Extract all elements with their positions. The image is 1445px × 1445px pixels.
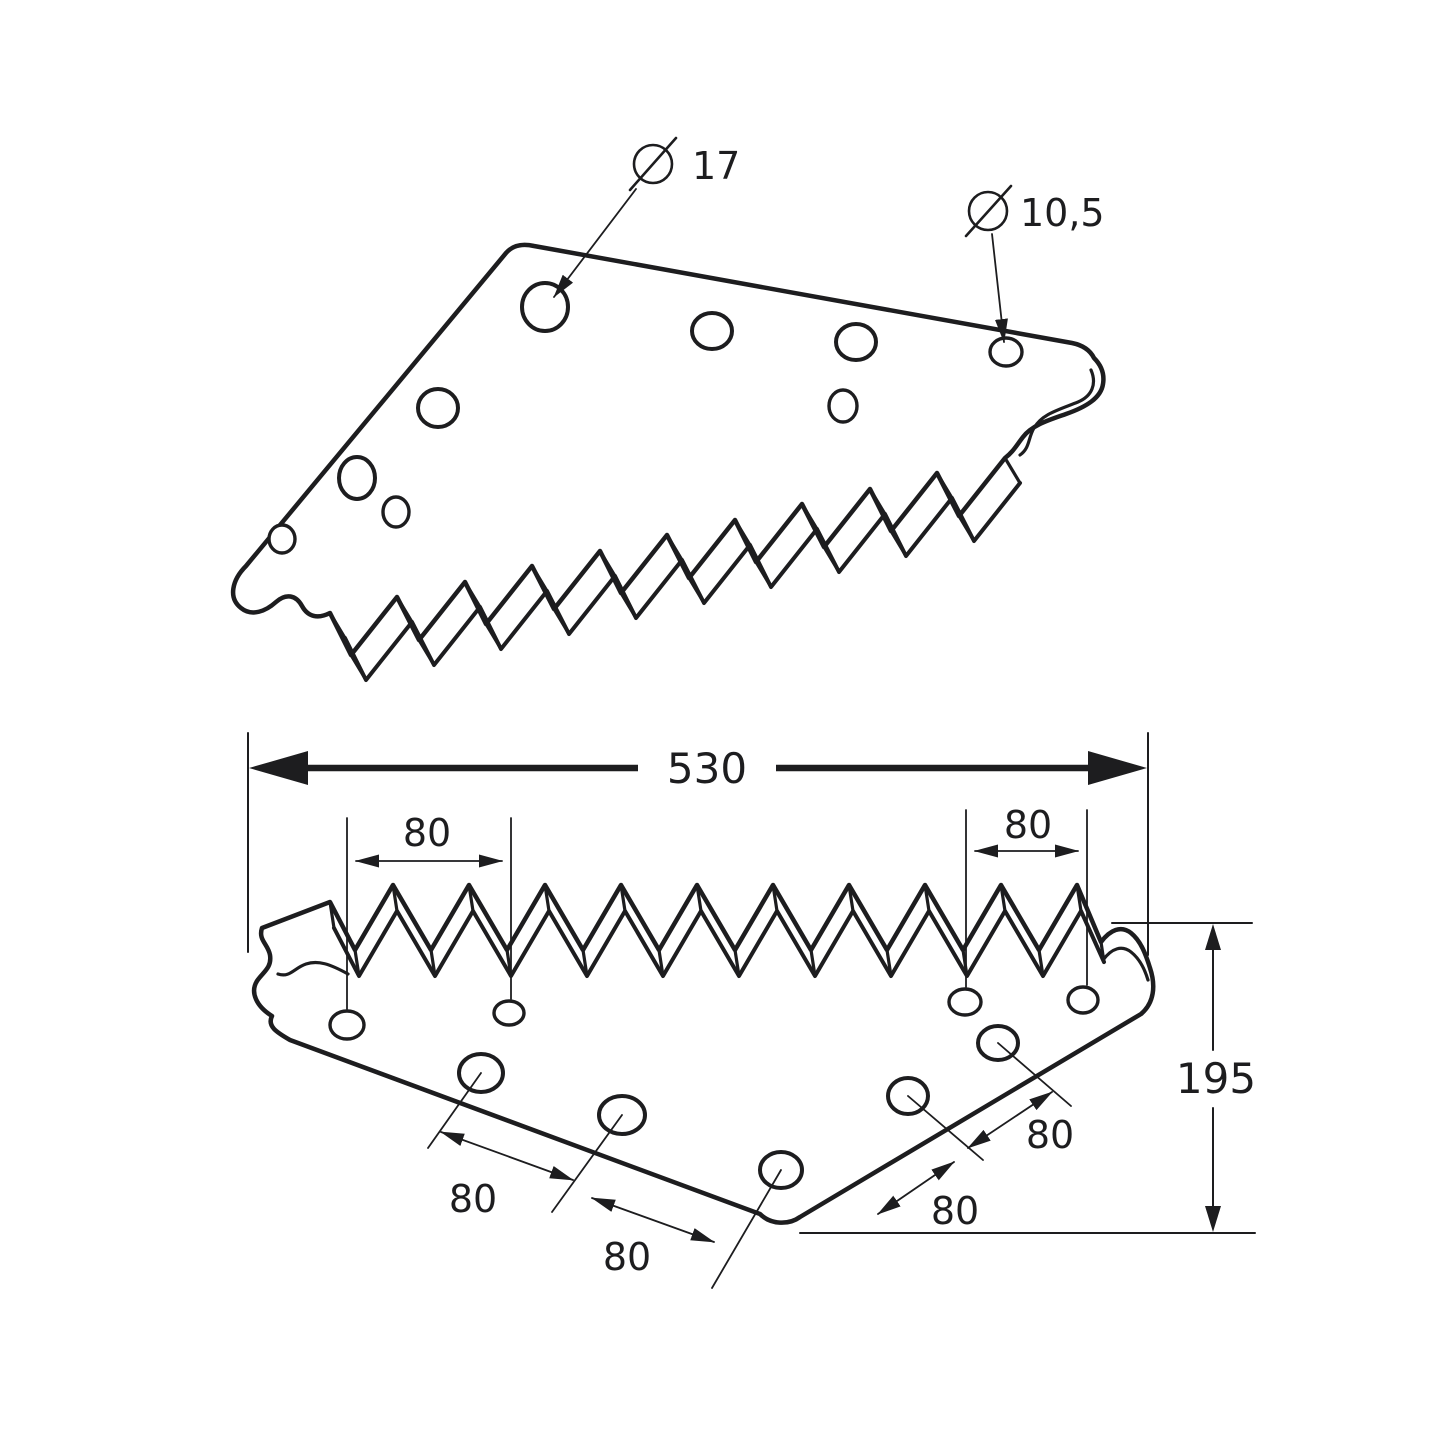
arrow-left xyxy=(249,751,308,785)
dim-80-label: 80 xyxy=(1004,803,1052,847)
hole-d10-d xyxy=(1066,985,1100,1015)
hole-d10-d xyxy=(267,523,297,555)
hole-d10-a xyxy=(328,1009,366,1041)
dim-arrow xyxy=(967,1091,1053,1149)
dia-17-callout: 17 xyxy=(553,136,740,298)
spacing-dimension-top-left: 80 xyxy=(346,811,512,1010)
width-dimension: 530 xyxy=(247,732,1149,956)
spacing-dimension-left-1: 80 xyxy=(427,1072,623,1221)
spacing-dimension-left-2: 80 xyxy=(591,1169,782,1289)
dia-17-leader xyxy=(553,188,637,298)
dim-195-label: 195 xyxy=(1176,1054,1256,1103)
arrow-up xyxy=(1205,924,1221,950)
hole-d17-d xyxy=(416,387,460,429)
hole-d10-b xyxy=(492,999,526,1027)
hole-d17-c xyxy=(834,322,878,362)
dim-80-label: 80 xyxy=(403,811,451,855)
hole-leader xyxy=(997,1042,1072,1107)
height-dimension: 195 xyxy=(799,922,1256,1234)
diameter-icon xyxy=(964,184,1013,238)
hole-leader xyxy=(427,1072,482,1149)
right-end-inner-line xyxy=(1101,946,1150,982)
hole-d10-b xyxy=(827,388,859,424)
serration-back-edge xyxy=(332,909,1106,978)
dia-10-5-leader xyxy=(991,233,1008,343)
serration-thickness-connectors xyxy=(328,456,1022,682)
hole-leader xyxy=(711,1169,782,1289)
dia-10-5-callout: 10,5 xyxy=(964,184,1105,343)
blade-outline xyxy=(230,242,1106,658)
hole-d17-a xyxy=(520,281,570,333)
hole-leader xyxy=(551,1114,623,1213)
dia-10-5-value: 10,5 xyxy=(1020,191,1105,235)
spacing-dimension-top-right: 80 xyxy=(965,803,1088,988)
dim-arrow xyxy=(877,1161,955,1215)
left-end-inner-line xyxy=(276,960,350,977)
spacing-dimension-right-1: 80 xyxy=(907,1042,1074,1161)
plan-view: 530 195 80 80 xyxy=(247,732,1256,1289)
dim-arrow xyxy=(591,1197,715,1243)
dim-80-label: 80 xyxy=(449,1177,497,1221)
spacing-dimension-right-2: 80 xyxy=(877,1161,979,1233)
dim-530-label: 530 xyxy=(667,744,747,793)
dim-80-label: 80 xyxy=(931,1189,979,1233)
arrow-right xyxy=(1088,751,1147,785)
hole-d10-c xyxy=(947,987,983,1017)
hole-d10-c xyxy=(381,495,411,529)
hole-d10-a xyxy=(988,336,1024,368)
dim-80-label: 80 xyxy=(603,1235,651,1279)
perspective-view: 17 10,5 xyxy=(230,136,1106,682)
dim-80-label: 80 xyxy=(1026,1113,1074,1157)
hole-d17-e xyxy=(337,455,377,501)
hole-leader xyxy=(907,1095,984,1161)
serration-thickness-connectors xyxy=(328,883,1106,978)
right-edge-inner-line xyxy=(1018,368,1096,457)
hole-d17-b xyxy=(690,311,734,351)
arrow-down xyxy=(1205,1206,1221,1232)
dim-arrow xyxy=(440,1131,574,1181)
diameter-icon xyxy=(628,136,678,192)
dia-17-value: 17 xyxy=(692,144,740,188)
